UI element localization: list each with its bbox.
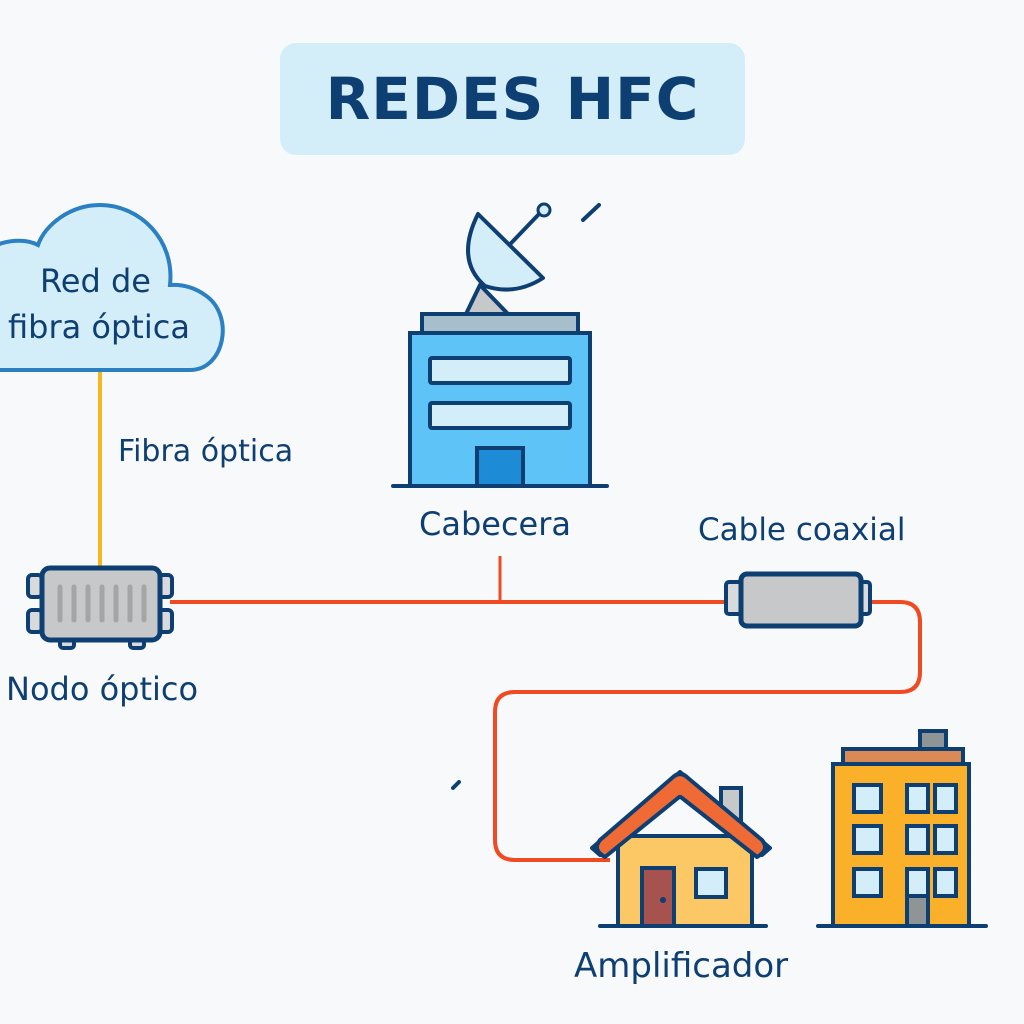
cloud-label-line2: fibra óptica: [8, 308, 190, 346]
signal-dash-icon: [451, 780, 461, 790]
cloud-icon: [0, 202, 225, 372]
headend-label: Cabecera: [419, 505, 571, 543]
house-icon: [590, 770, 772, 928]
amplifier-label: Amplificador: [574, 946, 789, 986]
cloud-label-line1: Red de: [40, 262, 151, 300]
coax-line-loop: [493, 600, 922, 862]
apartment-building-icon: [816, 729, 988, 928]
signal-dash-icon: [581, 203, 601, 222]
title-banner: REDES HFC: [280, 43, 745, 155]
optical-node-label: Nodo óptico: [6, 670, 199, 708]
coax-connector-icon: [724, 571, 872, 629]
headend-building-icon: [391, 202, 609, 488]
coax-cable-label: Cable coaxial: [698, 512, 906, 548]
optical-node-icon: [26, 565, 174, 650]
page-title: REDES HFC: [325, 65, 700, 133]
fiber-optic-label: Fibra óptica: [118, 434, 294, 469]
